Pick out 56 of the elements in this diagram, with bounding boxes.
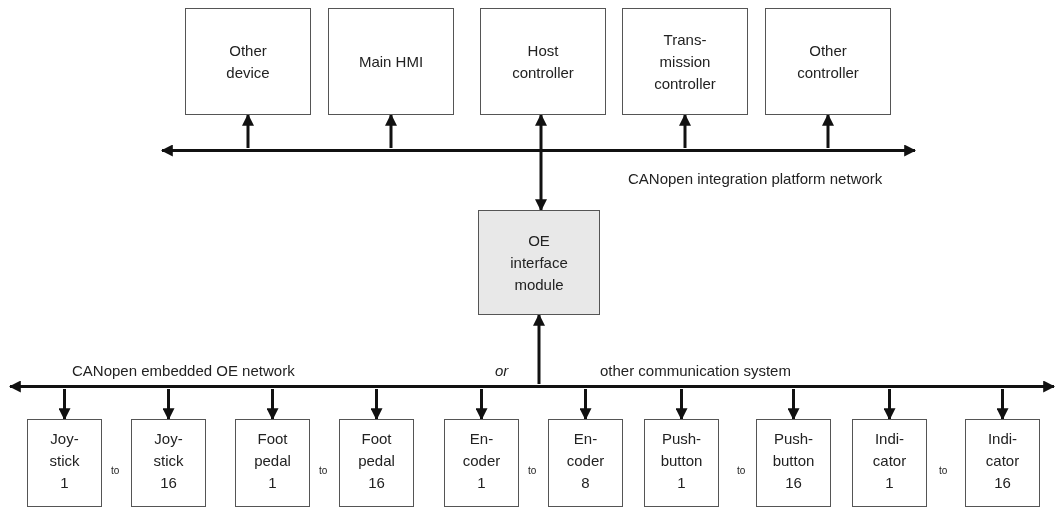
node-label: OE interface module (509, 230, 569, 295)
node-label: Foot pedal 1 (253, 429, 292, 493)
arrow (679, 113, 691, 148)
node-label: Push- button 16 (771, 429, 816, 493)
range-label: to (319, 465, 328, 476)
arrow (535, 113, 547, 212)
device-box (644, 419, 719, 507)
interface-module-box (478, 210, 600, 315)
arrow (996, 389, 1009, 421)
device-box (27, 419, 102, 507)
node-label: Foot pedal 16 (357, 429, 396, 493)
network-label: CANopen integration platform network (628, 170, 883, 187)
device-box (965, 419, 1040, 507)
controller-box (480, 8, 606, 115)
node-label: Host controller (511, 40, 575, 83)
device-box (548, 419, 623, 507)
node-label: En- coder 8 (565, 429, 606, 493)
controller-box (765, 8, 891, 115)
controller-box (328, 8, 454, 115)
arrow (266, 389, 279, 421)
node-label: Joy- stick 1 (48, 429, 81, 493)
node-label: Trans- mission controller (653, 29, 717, 94)
arrow (242, 113, 254, 148)
device-box (131, 419, 206, 507)
device-box (444, 419, 519, 507)
device-box (235, 419, 310, 507)
node-label: Joy- stick 16 (152, 429, 185, 493)
range-label: to (528, 465, 537, 476)
node-label: En- coder 1 (461, 429, 502, 493)
controller-box (622, 8, 748, 115)
node-label: Push- button 1 (659, 429, 704, 493)
arrow (822, 113, 834, 148)
range-label: to (737, 465, 746, 476)
device-box (852, 419, 927, 507)
arrow (787, 389, 800, 421)
range-label: to (111, 465, 120, 476)
arrow (370, 389, 383, 421)
range-label: to (939, 465, 948, 476)
node-label: Main HMI (358, 51, 424, 72)
network-label: other communication system (600, 362, 791, 379)
arrow (385, 113, 397, 148)
device-box (756, 419, 831, 507)
arrow (579, 389, 592, 421)
device-box (339, 419, 414, 507)
arrow (675, 389, 688, 421)
arrow (58, 389, 71, 421)
arrow (162, 389, 175, 421)
arrow (533, 313, 545, 384)
node-label: Other controller (796, 40, 860, 83)
arrow (883, 389, 896, 421)
controller-box (185, 8, 311, 115)
node-label: Indi- cator 1 (871, 429, 908, 493)
network-label: CANopen embedded OE network (72, 362, 295, 379)
node-label: Other device (225, 40, 271, 83)
arrow (475, 389, 488, 421)
node-label: Indi- cator 16 (984, 429, 1021, 493)
